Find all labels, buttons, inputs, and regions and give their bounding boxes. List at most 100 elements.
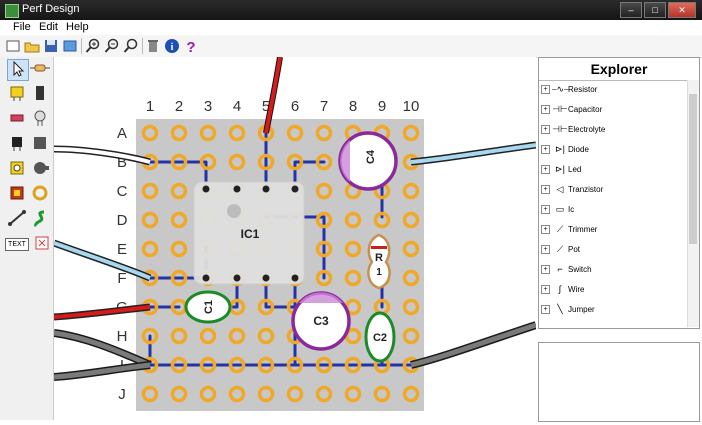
pad[interactable] — [199, 124, 217, 142]
pad[interactable] — [315, 240, 333, 258]
pad[interactable] — [344, 385, 362, 403]
explorer-item[interactable]: +⊣⊢Electrolyte — [541, 121, 681, 137]
pad[interactable] — [257, 356, 275, 374]
explorer-item[interactable]: +⟋Pot — [541, 241, 681, 257]
pad[interactable] — [141, 240, 159, 258]
pad[interactable] — [344, 269, 362, 287]
wire-tool-icon[interactable] — [7, 209, 27, 229]
pad[interactable] — [344, 240, 362, 258]
explorer-item[interactable]: +⊳|Led — [541, 161, 681, 177]
wire-lightblue-right[interactable] — [410, 143, 537, 164]
pad[interactable] — [257, 327, 275, 345]
wire-white-left[interactable] — [53, 147, 151, 164]
save-icon[interactable] — [43, 38, 59, 54]
expand-icon[interactable]: + — [541, 265, 550, 275]
pad[interactable] — [228, 385, 246, 403]
pad[interactable] — [228, 356, 246, 374]
pad[interactable] — [257, 153, 275, 171]
ic-body[interactable] — [193, 181, 305, 285]
expand-icon[interactable]: + — [541, 105, 550, 115]
menu-file[interactable]: File — [13, 21, 31, 33]
coil-tool-icon[interactable] — [30, 184, 50, 204]
chip-101-tool-icon[interactable] — [7, 84, 27, 104]
expand-icon[interactable]: + — [541, 145, 550, 155]
text-tool-icon[interactable]: TEXT — [5, 234, 29, 254]
wire-lightblue-left[interactable] — [53, 241, 151, 280]
pad[interactable] — [402, 124, 420, 142]
explorer-item[interactable]: +⌐Switch — [541, 261, 681, 277]
pad[interactable] — [344, 211, 362, 229]
pot-tool-icon[interactable] — [30, 159, 50, 179]
pad[interactable] — [286, 385, 304, 403]
pad[interactable] — [402, 182, 420, 200]
pad[interactable] — [170, 385, 188, 403]
pad[interactable] — [286, 356, 304, 374]
explorer-item[interactable]: +╲Jumper — [541, 301, 681, 317]
zoom-fit-icon[interactable] — [123, 38, 139, 54]
delete-tool-icon[interactable] — [32, 234, 52, 254]
trimmer-tool-icon[interactable] — [7, 159, 27, 179]
pad[interactable] — [402, 385, 420, 403]
explorer-item[interactable]: +⎯∿⎯Resistor — [541, 81, 681, 97]
wire-red-top[interactable] — [264, 56, 282, 134]
wire-gray-left-upper[interactable] — [53, 330, 152, 368]
expand-icon[interactable]: + — [541, 85, 550, 95]
jumper-tool-icon[interactable] — [30, 209, 50, 229]
pad[interactable] — [228, 153, 246, 171]
wire-red-left[interactable] — [53, 305, 151, 319]
pad[interactable] — [228, 124, 246, 142]
led-tool-icon[interactable] — [30, 109, 50, 129]
pad[interactable] — [170, 327, 188, 345]
pad[interactable] — [199, 385, 217, 403]
capacitor-c2[interactable] — [364, 311, 396, 363]
pad[interactable] — [170, 124, 188, 142]
pad[interactable] — [402, 240, 420, 258]
fuse-tool-icon[interactable] — [7, 109, 27, 129]
pad[interactable] — [315, 182, 333, 200]
wire-gray-right[interactable] — [410, 322, 537, 368]
pad[interactable] — [170, 269, 188, 287]
explorer-scrollbar[interactable] — [687, 80, 699, 327]
pad[interactable] — [344, 356, 362, 374]
minimize-button[interactable]: – — [620, 2, 642, 18]
switch-tool-icon[interactable] — [7, 184, 27, 204]
pad[interactable] — [257, 385, 275, 403]
pad[interactable] — [315, 211, 333, 229]
pad[interactable] — [141, 124, 159, 142]
pad[interactable] — [170, 182, 188, 200]
expand-icon[interactable]: + — [541, 305, 550, 315]
explorer-item[interactable]: +▭Ic — [541, 201, 681, 217]
pad[interactable] — [199, 356, 217, 374]
explorer-item[interactable]: +◁Tranzistor — [541, 181, 681, 197]
trash-icon[interactable] — [145, 38, 161, 54]
menu-help[interactable]: Help — [66, 21, 89, 33]
pad[interactable] — [402, 327, 420, 345]
pad[interactable] — [315, 153, 333, 171]
info-icon[interactable]: i — [164, 38, 180, 54]
pad[interactable] — [141, 385, 159, 403]
zoom-in-icon[interactable] — [85, 38, 101, 54]
expand-icon[interactable]: + — [541, 245, 550, 255]
resistor-tool-icon[interactable] — [30, 59, 50, 79]
explorer-item[interactable]: +∫Wire — [541, 281, 681, 297]
pad[interactable] — [170, 153, 188, 171]
maximize-button[interactable]: □ — [644, 2, 666, 18]
pad[interactable] — [170, 211, 188, 229]
expand-icon[interactable]: + — [541, 165, 550, 175]
expand-icon[interactable]: + — [541, 185, 550, 195]
pad[interactable] — [373, 385, 391, 403]
pad[interactable] — [228, 327, 246, 345]
explorer-item[interactable]: +⊳|Diode — [541, 141, 681, 157]
pad[interactable] — [286, 124, 304, 142]
pad[interactable] — [141, 327, 159, 345]
pointer-tool-icon[interactable] — [7, 59, 29, 81]
menu-edit[interactable]: Edit — [39, 21, 58, 33]
pad[interactable] — [170, 356, 188, 374]
pad[interactable] — [402, 269, 420, 287]
pad[interactable] — [315, 385, 333, 403]
help-icon[interactable]: ? — [183, 38, 199, 56]
relay-tool-icon[interactable] — [30, 134, 50, 154]
ic-chip-tool-icon[interactable] — [30, 84, 50, 104]
